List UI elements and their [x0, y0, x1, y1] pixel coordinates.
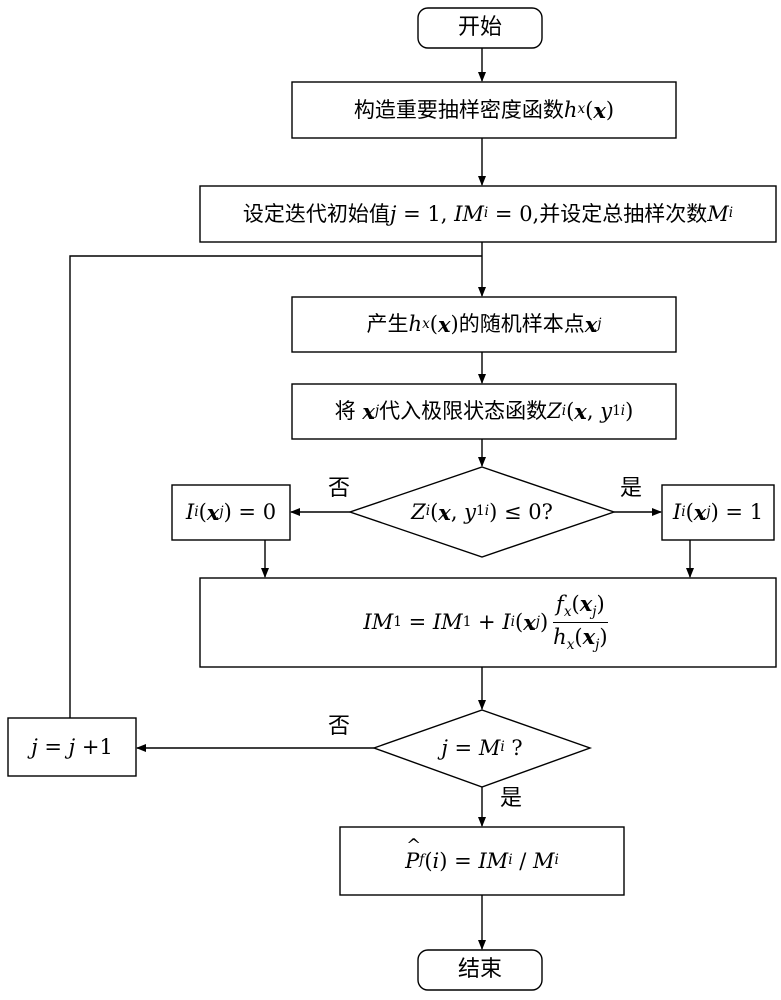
- indicator-one-box-shape: [661, 484, 775, 541]
- edge-label-no-left: 否: [328, 476, 351, 501]
- start-terminal-shape: [417, 7, 543, 49]
- edge-label-no-increment: 否: [328, 714, 351, 739]
- increment-node-label: j = j +1: [31, 734, 113, 759]
- construct-box-shape: [291, 81, 677, 139]
- limit-state-decision-shape: [347, 466, 617, 558]
- accumulate-box-shape: [199, 577, 777, 668]
- end-terminal-shape: [417, 949, 543, 991]
- estimate-node-label: Pf(i) = IMi / Mi: [340, 827, 624, 895]
- edge-label-yes-down: 是: [500, 786, 523, 811]
- generate-box-shape: [291, 296, 677, 353]
- loop-back-line: [69, 255, 482, 718]
- end-node-label: 结束: [457, 957, 502, 982]
- edge-label-yes-right: 是: [620, 476, 643, 501]
- set-initial-box-shape: [199, 185, 777, 243]
- substitute-box-shape: [291, 383, 677, 440]
- start-node-label: 开始: [457, 15, 502, 40]
